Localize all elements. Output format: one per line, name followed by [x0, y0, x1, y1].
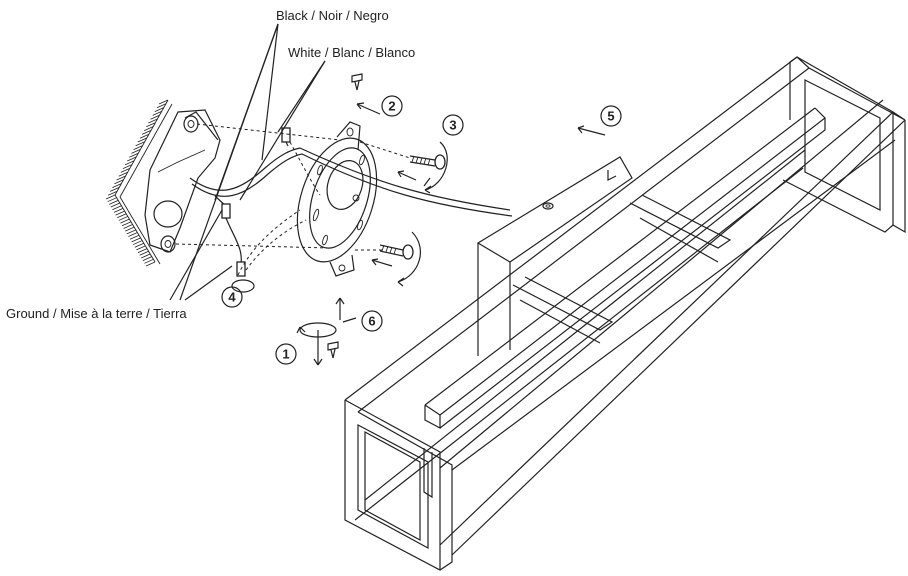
- hatch-stroke: [156, 103, 167, 109]
- hatch-stroke: [133, 240, 143, 245]
- step-1: 1: [275, 343, 297, 365]
- hatch-stroke: [122, 164, 133, 169]
- screw-top: [351, 73, 363, 91]
- hatch-stroke: [134, 242, 144, 248]
- junction-box: [144, 109, 221, 253]
- step-2: 2: [381, 95, 403, 117]
- hatch-stroke: [126, 229, 136, 235]
- hatch-stroke: [112, 205, 122, 211]
- label-white: White / Blanc / Blanco: [288, 45, 415, 60]
- hatch-stroke: [137, 137, 147, 143]
- hatch-stroke: [113, 208, 124, 213]
- hatch-stroke: [112, 183, 122, 188]
- hatch-stroke: [135, 141, 145, 147]
- hatch-stroke: [142, 256, 152, 262]
- fixture-body: [344, 56, 906, 571]
- screw-bottom: [327, 341, 339, 359]
- hatch-stroke: [137, 248, 148, 253]
- hatch-stroke: [116, 175, 126, 181]
- hatch-stroke: [117, 213, 127, 219]
- step-1-label: 1: [282, 347, 289, 362]
- hatch-stroke: [125, 226, 135, 232]
- hatch-stroke: [145, 261, 156, 267]
- step-3: 3: [442, 114, 464, 136]
- hatch-stroke: [150, 114, 160, 120]
- hatch-stroke: [127, 156, 137, 162]
- label-black: Black / Noir / Negro: [276, 8, 389, 23]
- step-4-label: 4: [228, 290, 236, 305]
- hatch-stroke: [118, 171, 128, 177]
- hatch-stroke: [120, 218, 130, 224]
- hatch-stroke: [133, 145, 143, 150]
- hatch-stroke: [139, 133, 150, 139]
- step-6-label: 6: [368, 314, 375, 329]
- step-5-label: 5: [607, 109, 614, 124]
- mounting-bracket: [296, 121, 378, 277]
- arrows: [231, 102, 606, 366]
- hatch-stroke: [139, 250, 149, 256]
- hatch-stroke: [107, 190, 118, 196]
- hatch-stroke: [121, 221, 132, 227]
- step-6: 6: [361, 310, 383, 332]
- label-ground-group: Ground / Mise à la terre / Tierra: [6, 209, 233, 321]
- hatch-stroke: [129, 152, 139, 158]
- hatch-stroke: [115, 210, 125, 216]
- hatch-stroke: [110, 187, 120, 192]
- step-3-label: 3: [449, 118, 456, 133]
- hatch-stroke: [124, 160, 135, 166]
- step-4: 4: [221, 286, 243, 308]
- hatch-stroke: [144, 258, 154, 264]
- hatch-stroke: [152, 111, 162, 116]
- hatch-stroke: [141, 253, 151, 259]
- hatch-stroke: [146, 122, 156, 128]
- step-5: 5: [600, 105, 622, 127]
- wires: [189, 127, 513, 277]
- hatch-stroke: [120, 168, 131, 173]
- hatch-stroke: [136, 245, 146, 251]
- hatch-stroke: [143, 126, 154, 131]
- hatch-stroke: [107, 197, 117, 203]
- alignment-lines: [175, 123, 411, 251]
- screw-upper-right: [409, 154, 446, 170]
- step-2-label: 2: [388, 99, 395, 114]
- hatch-stroke: [123, 224, 133, 229]
- hatch-stroke: [158, 99, 169, 105]
- hatch-stroke: [141, 130, 152, 135]
- hatch-stroke: [114, 179, 124, 185]
- hatch-stroke: [148, 118, 158, 124]
- screw-lower-right: [379, 244, 414, 260]
- hatch-stroke: [128, 232, 138, 237]
- label-white-group: White / Blanc / Blanco: [239, 45, 415, 201]
- hatch-stroke: [110, 202, 120, 208]
- hatch-stroke: [131, 237, 141, 243]
- hatch-stroke: [105, 194, 116, 200]
- hatch-stroke: [109, 199, 119, 205]
- hatch-stroke: [129, 234, 140, 240]
- wall-hatching: [105, 99, 173, 267]
- label-ground: Ground / Mise à la terre / Tierra: [6, 306, 187, 321]
- hatch-stroke: [118, 216, 128, 221]
- hatch-stroke: [131, 149, 141, 154]
- hatch-stroke: [154, 107, 164, 112]
